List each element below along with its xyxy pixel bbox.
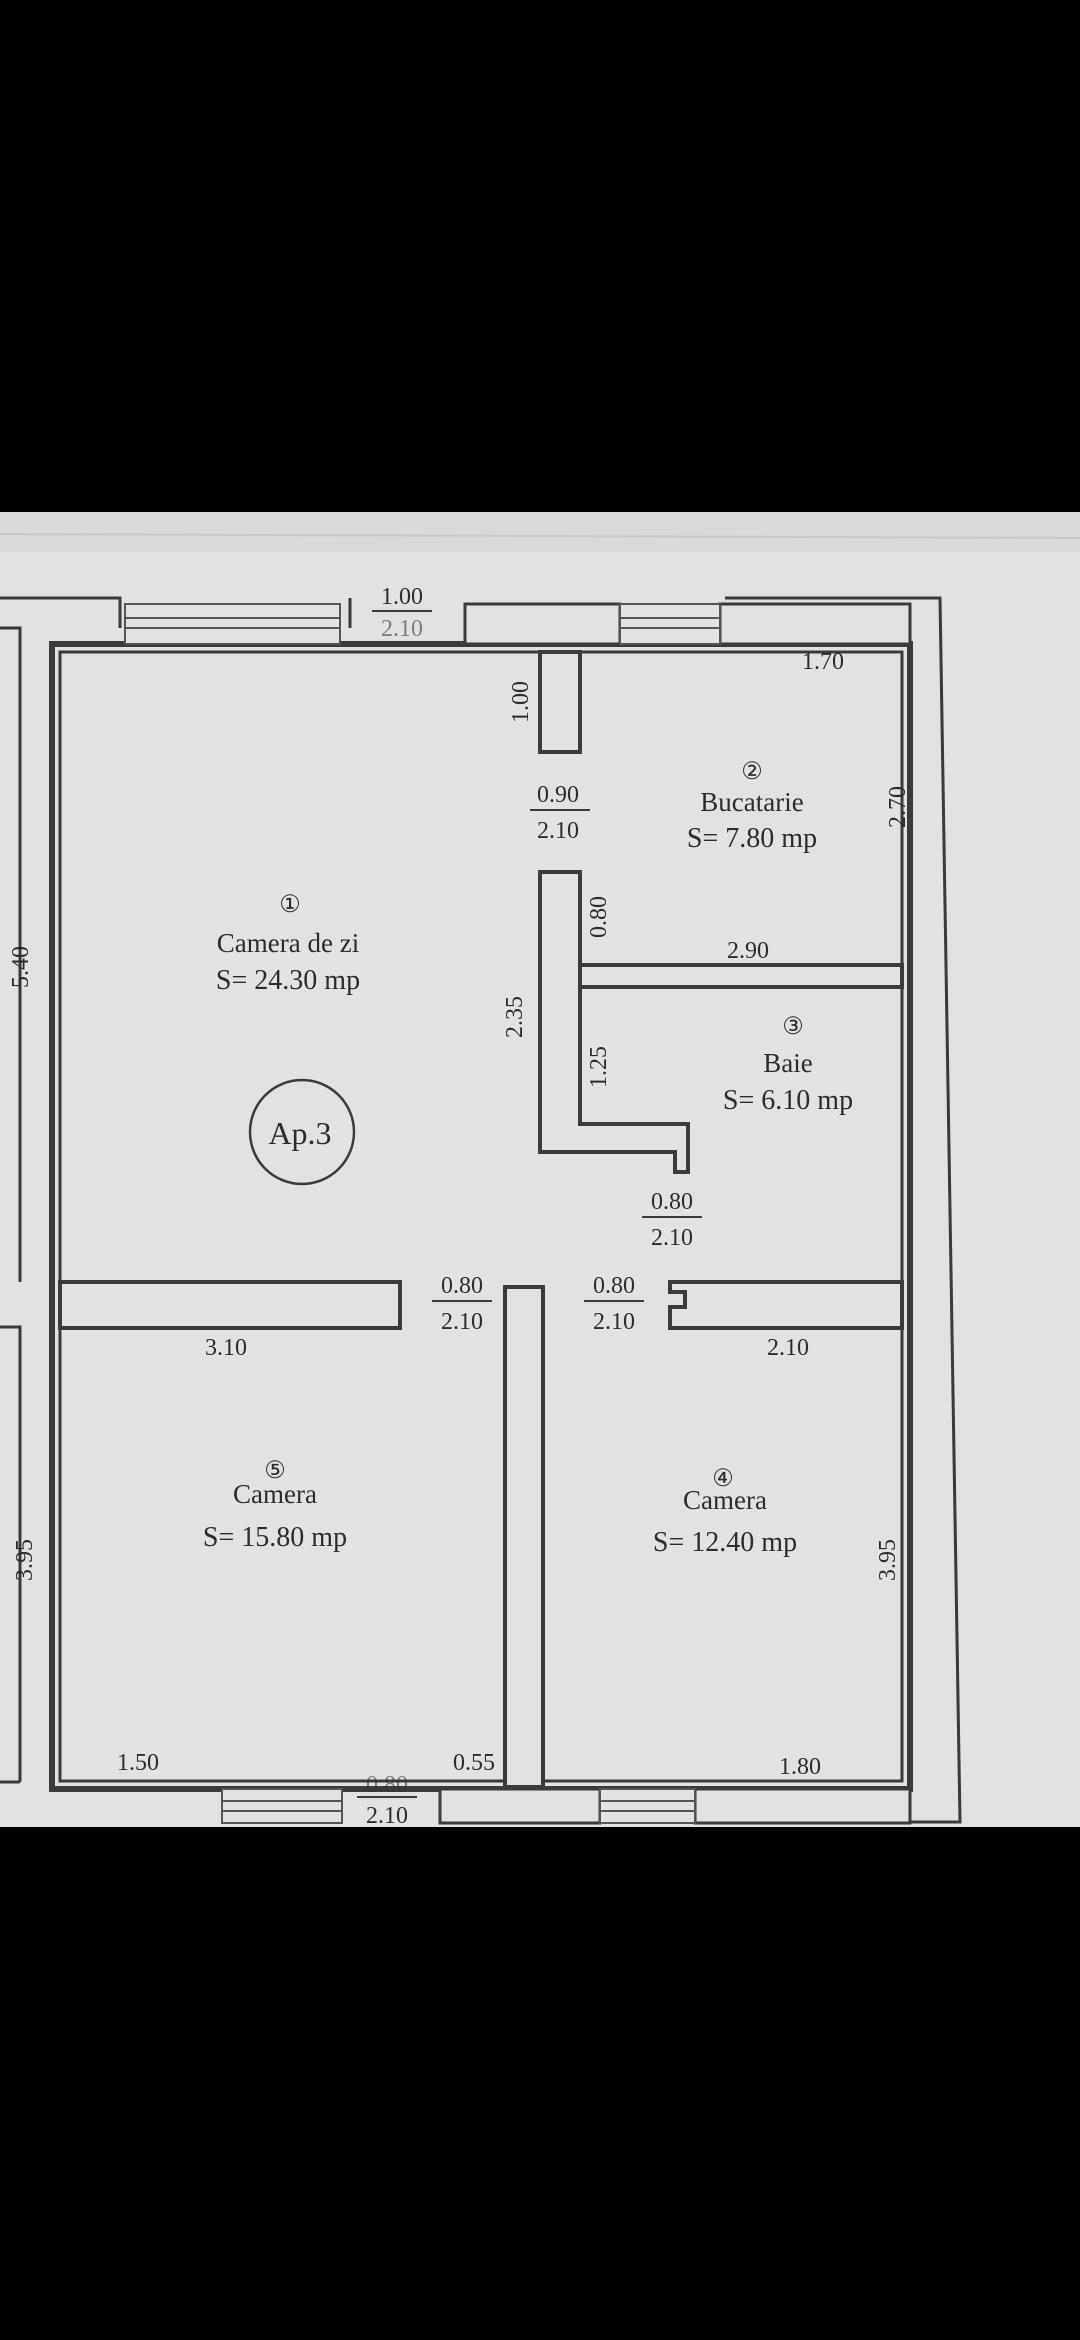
wall-stub-top bbox=[538, 650, 582, 754]
room3-number: ③ bbox=[782, 1014, 804, 1040]
room4-name: Camera bbox=[683, 1485, 767, 1515]
apartment-marker-circle bbox=[248, 1078, 356, 1186]
bottom-wall-segment bbox=[438, 1787, 912, 1825]
dim-bottom-150: 1.50 bbox=[117, 1750, 159, 1776]
wall-kitchen-bath bbox=[578, 963, 904, 989]
dim-bath-width: 2.90 bbox=[727, 938, 769, 964]
room5-number: ⑤ bbox=[264, 1458, 286, 1484]
dim-bottom-180: 1.80 bbox=[779, 1754, 821, 1780]
wall-living-room5 bbox=[58, 1280, 402, 1330]
wall-bath-partition bbox=[538, 870, 690, 1174]
top-wall-segment bbox=[463, 602, 912, 646]
wall-bath-room4 bbox=[668, 1280, 904, 1330]
outer-wall-inner bbox=[58, 650, 904, 1783]
room4-number: ④ bbox=[712, 1466, 734, 1492]
dim-bottom-055: 0.55 bbox=[453, 1750, 495, 1776]
dim-door4-h: 2.10 bbox=[593, 1309, 635, 1335]
dim-door5-w: 0.80 bbox=[441, 1273, 483, 1299]
floor-plan-photo: ① Camera de zi S= 24.30 mp ② Bucatarie S… bbox=[0, 512, 1080, 1827]
room3-name: Baie bbox=[763, 1048, 812, 1078]
room5-name: Camera bbox=[233, 1479, 317, 1509]
room3-area: S= 6.10 mp bbox=[723, 1085, 853, 1116]
room2-number: ② bbox=[741, 759, 763, 785]
room1-number: ① bbox=[279, 892, 301, 918]
room2-area: S= 7.80 mp bbox=[687, 823, 817, 854]
dim-kitchen-door-h: 2.10 bbox=[537, 818, 579, 844]
dim-partition-235: 2.35 bbox=[502, 996, 528, 1038]
dim-living-depth: 5.40 bbox=[8, 946, 34, 988]
dim-bottom-door-w: 0.80 bbox=[366, 1772, 408, 1798]
interior-walls bbox=[58, 650, 904, 1789]
room4-area: S= 12.40 mp bbox=[653, 1527, 797, 1558]
dim-bath-door-h: 2.10 bbox=[651, 1225, 693, 1251]
wall-room5-room4 bbox=[503, 1285, 545, 1789]
dim-kitchen-width: 1.70 bbox=[802, 649, 844, 675]
dim-door5-h: 2.10 bbox=[441, 1309, 483, 1335]
paper-shadow bbox=[0, 512, 1080, 552]
apartment-label: Ap.3 bbox=[268, 1115, 331, 1151]
bottom-window-right bbox=[599, 1788, 696, 1824]
dim-bottom-door-h: 2.10 bbox=[366, 1803, 408, 1827]
dim-top-window-h: 2.10 bbox=[381, 616, 423, 642]
dim-room4-depth: 3.95 bbox=[875, 1539, 901, 1581]
bottom-window-left bbox=[221, 1788, 343, 1824]
dim-top-window: 1.00 bbox=[381, 584, 423, 610]
paper-fold-line bbox=[0, 533, 1080, 539]
dim-bath-125: 1.25 bbox=[586, 1046, 612, 1088]
top-window-left bbox=[124, 603, 341, 645]
top-window-right bbox=[619, 603, 721, 645]
room5-area: S= 15.80 mp bbox=[203, 1522, 347, 1553]
dim-kitchen-door-w: 0.90 bbox=[537, 782, 579, 808]
dim-room5-depth: 3.95 bbox=[12, 1539, 38, 1581]
room1-area: S= 24.30 mp bbox=[216, 965, 360, 996]
dim-door4-w: 0.80 bbox=[593, 1273, 635, 1299]
dim-partition-080: 0.80 bbox=[586, 896, 612, 938]
dim-wall-310: 3.10 bbox=[205, 1335, 247, 1361]
dim-wall-210: 2.10 bbox=[767, 1335, 809, 1361]
room1-name: Camera de zi bbox=[217, 928, 359, 958]
floor-plan: ① Camera de zi S= 24.30 mp ② Bucatarie S… bbox=[0, 512, 1080, 1827]
dim-kitchen-depth: 2.70 bbox=[885, 786, 911, 828]
room2-name: Bucatarie bbox=[700, 787, 803, 817]
dim-wall-stub: 1.00 bbox=[508, 681, 534, 723]
dim-bath-door-w: 0.80 bbox=[651, 1189, 693, 1215]
